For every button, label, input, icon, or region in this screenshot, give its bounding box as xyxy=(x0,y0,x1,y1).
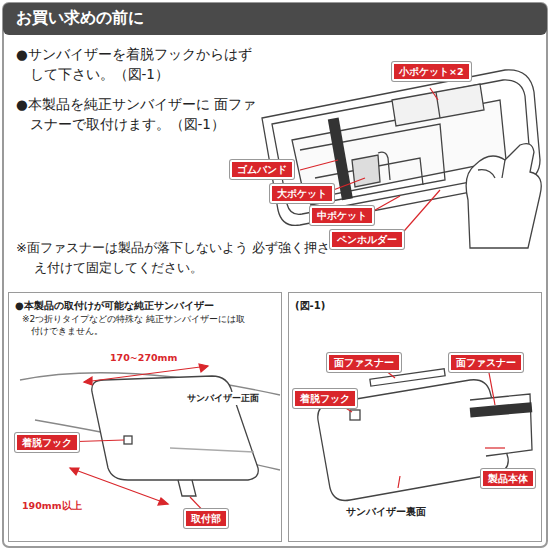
label-text: 中ポケット xyxy=(317,210,367,221)
callout-label: ゴムバンド xyxy=(230,160,294,179)
leader-lines xyxy=(300,88,440,238)
panel-note: ※2つ折りタイプなどの特殊な 純正サンバイザーには取付けできません。 xyxy=(9,314,281,337)
label-text: 面ファスナー xyxy=(334,357,394,368)
label-text: 面ファスナー xyxy=(456,357,516,368)
callout-label: 大ポケット xyxy=(270,184,334,203)
instruction-text: ●本製品を純正サンバイザーに 面ファスナーで取付けます。（図-1） xyxy=(16,94,270,135)
callout-label: 面ファスナー xyxy=(449,353,523,372)
info-panel: (図-1) 面ファスナー 面ファスナー着脱フック製品本体 xyxy=(288,292,542,542)
callout-label: 製品本体 xyxy=(481,469,535,488)
label-text: 着脱フック xyxy=(22,437,72,448)
panel-heading: (図-1) xyxy=(289,293,541,314)
hand xyxy=(466,144,541,248)
dimension-label: 170~270mm xyxy=(110,352,177,363)
outer-frame xyxy=(3,3,547,547)
leader-lines-right xyxy=(333,362,505,488)
label-text: 取付部 xyxy=(191,513,221,524)
title-band xyxy=(3,3,547,35)
callout-label: 着脱フック xyxy=(15,433,79,452)
fastener-strip xyxy=(470,402,533,417)
label-text: 製品本体 xyxy=(488,473,528,484)
callout-label: ペンホルダー xyxy=(330,230,404,249)
callout-label: 着脱フック xyxy=(293,389,357,408)
label-text: ペンホルダー xyxy=(337,234,397,245)
part-label: サンバイザー裏面 xyxy=(346,506,426,519)
label-text: 着脱フック xyxy=(300,393,350,404)
dimension-label: 190mm以上 xyxy=(22,500,82,513)
part-label: サンバイザー正面 xyxy=(186,392,260,405)
title-text: お買い求めの前に xyxy=(16,8,144,29)
callout-label: 取付部 xyxy=(184,509,228,528)
instruction-text: ●サンバイザーを着脱フックからはず して下さい。（図-1） xyxy=(16,44,270,85)
label-text: ゴムバンド xyxy=(237,164,287,175)
callout-label: 中ポケット xyxy=(310,206,374,225)
callout-label: 小ポケット×2 xyxy=(392,62,471,81)
panel-heading: ●本製品の取付けが可能な純正サンバイザー xyxy=(9,293,281,314)
label-text: 大ポケット xyxy=(277,188,327,199)
label-text: 小ポケット×2 xyxy=(399,66,464,77)
dimension-lines xyxy=(62,364,210,518)
instruction-text: ※面ファスナーは製品が落下しないよう 必ず強く押さえ付けて固定してください。 xyxy=(16,238,334,278)
callout-label: 面ファスナー xyxy=(327,353,401,372)
